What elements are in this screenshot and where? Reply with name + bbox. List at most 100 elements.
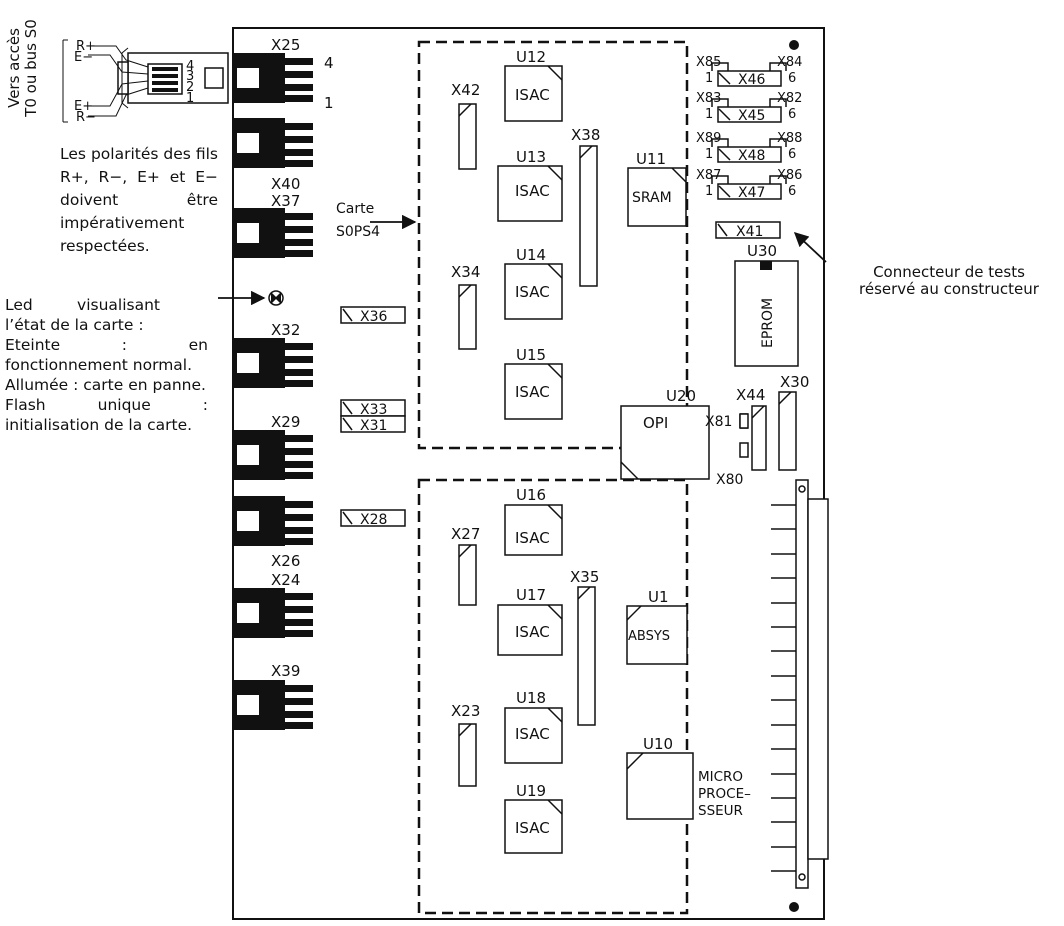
label-x38: X38 [571,126,600,144]
polarity-note: Les polarités des fils R+, R−, E+ et E− … [60,145,218,255]
bar-labels: X42 X38 X34 X27 X35 X23 X44 X30 [451,81,809,720]
chip-u14-name: ISAC [515,283,550,301]
led-note-off: Eteinte : en fonctionnement normal. [5,336,208,374]
label-x44: X44 [736,386,765,404]
label-x41: X41 [736,224,763,240]
jumper-0-left: X85 [696,55,721,70]
micro-line3: SSEUR [698,803,743,819]
micro-line2: PROCE– [698,786,751,802]
test-connector-line2: réservé au constructeur [859,280,1039,298]
chip-u14-ref: U14 [516,246,546,264]
plug-e-minus: E− [74,50,93,65]
jumper-0-right: X84 [777,55,802,70]
jumper-2-mid: X48 [738,148,765,164]
label-x33: X33 [360,402,387,418]
jumper-2-p6: 6 [788,147,796,162]
port-x24 [233,588,313,638]
plug-e-plus: E+ [74,99,93,114]
port-labels: X25 4 1 X40 X37 X32 X29 X26 X24 X39 [271,36,334,680]
label-x36: X36 [360,309,387,325]
chip-u1-ref: U1 [648,588,669,606]
chip-u20-name: OPI [643,414,668,432]
label-x35: X35 [570,568,599,586]
jumper-3-p6: 6 [788,184,796,199]
led-note-flash: Flash unique : initialisation de la cart… [5,396,208,434]
plug-pin2: 2 [186,80,194,95]
mount-hole-bottom [789,902,799,912]
port-x26 [233,496,313,546]
jumper-1-mid: X45 [738,108,765,124]
test-connector-note: Connecteur de tests réservé au construct… [835,264,1063,298]
jumper-3-right: X86 [777,168,802,183]
label-x26: X26 [271,552,300,570]
label-x32: X32 [271,321,300,339]
jumper-3-left: X87 [696,168,721,183]
jumper-1-p1: 1 [705,107,713,122]
plug-pin3: 3 [186,69,194,84]
jumper-labels: X85 X84 X46 1 6 X83 X82 X45 1 6 X89 X88 … [696,55,802,201]
chip-u13-name: ISAC [515,182,550,200]
chip-u11-ref: U11 [636,150,666,168]
label-x23: X23 [451,702,480,720]
bar-corner-marks [458,103,792,737]
rj-ports [233,53,313,730]
chip-u1: U1 ABSYS [626,588,688,665]
straps [340,221,781,527]
jumper-1-right: X82 [777,91,802,106]
chip-u10: U10 [626,735,694,820]
chip-u16-name: ISAC [515,529,550,547]
isac-chips [497,65,563,854]
rj-plug [62,39,229,123]
plug-r-minus: R− [76,110,96,125]
plug-r-plus: R+ [76,39,96,54]
jumper-2-right: X88 [777,131,802,146]
carte-label: Carte S0PS4 [336,201,380,240]
bar-connectors [458,103,797,787]
micro-line1: MICRO [698,769,743,785]
chip-u19-ref: U19 [516,782,546,800]
zone-bottom [417,478,689,915]
strap-labels: X36 X33 X31 X28 X41 [360,224,763,528]
chip-u1-name: ABSYS [628,629,670,644]
label-x31: X31 [360,418,387,434]
port-x39 [233,680,313,730]
small-conn-labels: X81 X80 [705,414,743,488]
mount-hole-top [789,40,799,50]
isac-corner-marks [547,65,563,815]
carte-label-line1: Carte [336,201,374,217]
label-x39: X39 [271,662,300,680]
port-x37 [233,208,313,258]
jumper-0-p6: 6 [788,71,796,86]
label-x81: X81 [705,414,732,430]
chip-u30-ref: U30 [747,242,777,260]
label-x25: X25 [271,36,300,54]
test-connector-arrow [793,232,827,263]
edge-connector-pins [771,504,796,872]
port-x25 [233,53,313,103]
plug-pin4: 4 [186,59,194,74]
port-x29 [233,430,313,480]
chip-u20-ref: U20 [666,387,696,405]
label-x29: X29 [271,413,300,431]
jumper-3-mid: X47 [738,185,765,201]
edge-connector [795,479,829,889]
label-x80: X80 [716,472,743,488]
jumper-0-p1: 1 [705,71,713,86]
label-x25-pin1: 1 [324,94,334,112]
chip-u18-name: ISAC [515,725,550,743]
chip-u13-ref: U13 [516,148,546,166]
chip-u10-ref: U10 [643,735,673,753]
chip-u20: U20 OPI [620,387,710,480]
led-icon [268,290,284,306]
jumper-2-p1: 1 [705,147,713,162]
port-x40 [233,118,313,168]
label-x37: X37 [271,192,300,210]
label-x34: X34 [451,263,480,281]
chip-u11-name: SRAM [632,190,672,206]
small-connectors [739,413,749,458]
chip-u15-ref: U15 [516,346,546,364]
chip-u19-name: ISAC [515,819,550,837]
micro-label: MICRO PROCE– SSEUR [698,769,751,819]
